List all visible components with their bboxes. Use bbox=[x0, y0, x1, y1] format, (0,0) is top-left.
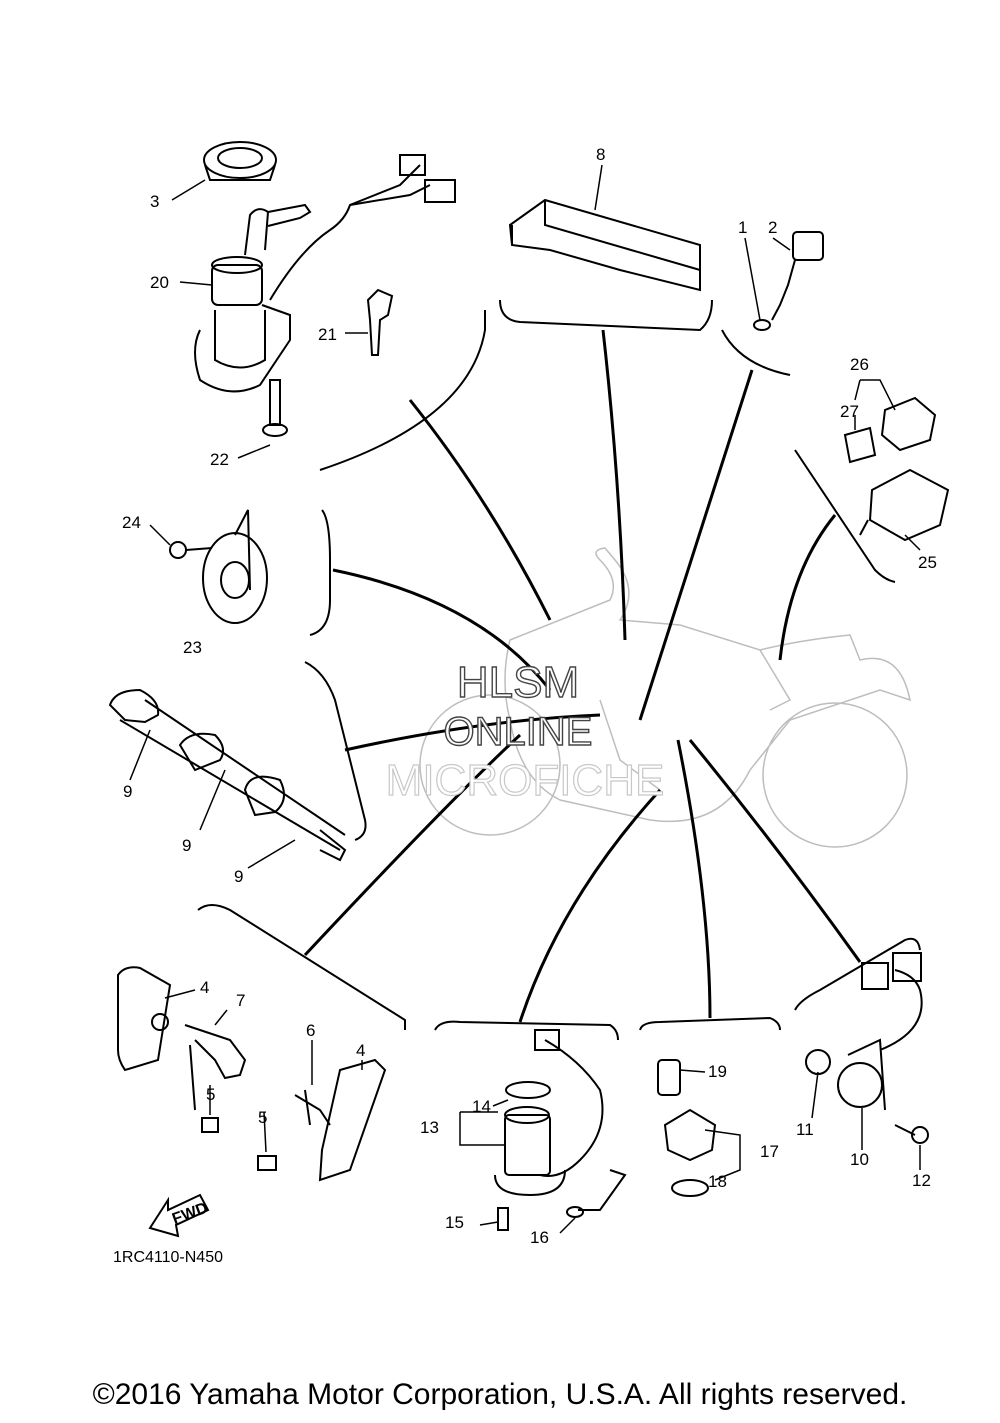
bracket-grips bbox=[304, 661, 367, 841]
speed-sensor bbox=[494, 1029, 627, 1231]
bracket-ecu bbox=[499, 299, 713, 332]
leader-lines bbox=[303, 329, 862, 1023]
crank-sensor bbox=[657, 1059, 717, 1197]
fwd-label: FWD bbox=[170, 1200, 210, 1228]
callout-15: 15 bbox=[445, 1213, 464, 1232]
bolt-22 bbox=[262, 379, 288, 437]
drawing-code: 1RC4110-N450 bbox=[113, 1249, 223, 1266]
motorcycle-outline bbox=[419, 547, 911, 848]
callout-10: 10 bbox=[850, 1150, 869, 1169]
callout-19: 19 bbox=[708, 1062, 727, 1081]
watermark: HLSM ONLINE MICROFICHE bbox=[385, 657, 665, 805]
callout-17: 17 bbox=[760, 1142, 779, 1161]
callout-2: 2 bbox=[768, 218, 777, 237]
watermark-line-3: MICROFICHE bbox=[386, 756, 665, 805]
key bbox=[366, 288, 394, 356]
callout-1: 1 bbox=[738, 218, 747, 237]
callout-4a: 4 bbox=[200, 978, 209, 997]
callout-25: 25 bbox=[918, 553, 937, 572]
bracket-relay bbox=[794, 449, 896, 583]
callout-11: 11 bbox=[796, 1120, 814, 1139]
callout-6: 6 bbox=[306, 1021, 315, 1040]
fwd-arrow-icon bbox=[148, 1193, 210, 1238]
temp-sensor bbox=[753, 231, 824, 331]
callout-24: 24 bbox=[122, 513, 141, 532]
o2-sensor bbox=[805, 952, 929, 1144]
callout-7: 7 bbox=[236, 991, 245, 1010]
bracket-horn bbox=[309, 509, 331, 636]
callout-leaders bbox=[129, 164, 921, 1234]
horn bbox=[169, 509, 268, 624]
callout-22: 22 bbox=[210, 450, 229, 469]
callout-23: 23 bbox=[183, 638, 202, 657]
handlebar-switches bbox=[108, 688, 347, 862]
copyright-notice: ©2016 Yamaha Motor Corporation, U.S.A. A… bbox=[92, 1378, 908, 1411]
callout-27: 27 bbox=[840, 402, 859, 421]
callout-16: 16 bbox=[530, 1228, 549, 1247]
callout-18: 18 bbox=[708, 1172, 727, 1191]
watermark-line-1: HLSM bbox=[457, 658, 579, 707]
callout-12: 12 bbox=[912, 1171, 931, 1190]
callout-9a: 9 bbox=[123, 782, 132, 801]
watermark-line-2: ONLINE bbox=[444, 710, 593, 754]
callout-20: 20 bbox=[150, 273, 169, 292]
bracket-sensor bbox=[721, 329, 791, 376]
callout-9b: 9 bbox=[182, 836, 191, 855]
callout-3: 3 bbox=[150, 192, 159, 211]
callout-5b: 5 bbox=[258, 1108, 267, 1127]
callout-8: 8 bbox=[596, 145, 605, 164]
reflector-front bbox=[257, 1058, 387, 1182]
relay bbox=[843, 396, 950, 542]
callout-21: 21 bbox=[318, 325, 337, 344]
ecu bbox=[508, 198, 701, 292]
callout-26: 26 bbox=[850, 355, 869, 374]
ignition-switch bbox=[194, 154, 456, 393]
bracket-reflectors bbox=[197, 904, 406, 1030]
bracket-o2sensor bbox=[794, 937, 921, 1011]
reflector-rear bbox=[117, 966, 247, 1133]
callout-4b: 4 bbox=[356, 1041, 365, 1060]
callout-14: 14 bbox=[472, 1097, 491, 1116]
bracket-speedsensor bbox=[434, 1020, 619, 1041]
callout-numbers: 3 20 21 22 8 2 1 26 27 25 24 23 9 9 9 4 … bbox=[122, 145, 937, 1247]
key-cover bbox=[203, 141, 277, 181]
callout-13: 13 bbox=[420, 1118, 439, 1137]
callout-9c: 9 bbox=[234, 867, 243, 886]
bracket-crank bbox=[639, 1016, 781, 1031]
callout-5a: 5 bbox=[206, 1085, 215, 1104]
bracket-ignition bbox=[319, 310, 486, 471]
